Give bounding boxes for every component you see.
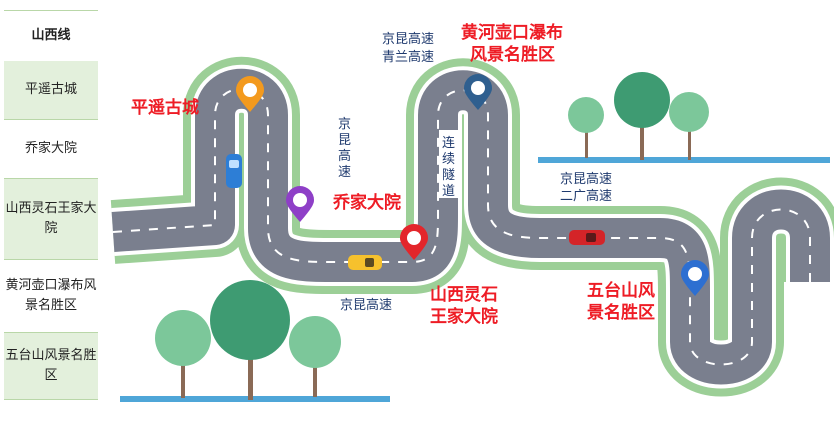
tree-icon	[614, 72, 670, 160]
tunnel-label-4: 道	[442, 184, 455, 199]
table-row-wutai: 五台山风景名胜区	[4, 333, 98, 400]
label-wutai-1: 五台山风	[587, 280, 655, 301]
car-icon	[226, 154, 242, 188]
tunnel-label-box: 连 续 隧 道	[439, 130, 459, 199]
car-icon	[569, 230, 605, 245]
table-row-hukou: 黄河壶口瀑布风景名胜区	[4, 260, 98, 333]
label-pingyao: 平遥古城	[131, 97, 199, 118]
road-label-jingkun-bottom: 京昆高速	[340, 297, 392, 313]
tree-icon	[210, 280, 290, 400]
tunnel-label-3: 隧	[442, 167, 455, 183]
road-label-qinglan: 青兰高速	[382, 49, 434, 65]
label-hukou-2: 风景名胜区	[470, 44, 555, 65]
label-qiaojia: 乔家大院	[332, 192, 401, 213]
winding-road	[110, 56, 834, 397]
table-header: 山西线	[4, 10, 98, 62]
map-pin-icon	[236, 76, 264, 112]
map-pin-icon	[464, 74, 492, 110]
road-label-jingkun-v4: 速	[338, 165, 351, 180]
road-label-jingkun-v2: 昆	[338, 133, 351, 148]
map-pin-icon	[400, 224, 428, 260]
table-row-wangjia: 山西灵石王家大院	[4, 179, 98, 260]
car-icon	[348, 255, 382, 270]
river-top	[538, 157, 830, 163]
label-wangjia-2: 王家大院	[430, 306, 498, 327]
river-bottom	[120, 396, 390, 402]
road-label-jingkun-v3: 高	[338, 148, 351, 164]
road-label-jingkun-v1: 京	[338, 117, 351, 132]
label-hukou-1: 黄河壶口瀑布	[461, 22, 563, 43]
tree-icon	[568, 97, 604, 158]
tree-icon	[669, 92, 709, 160]
tree-icon	[289, 316, 341, 397]
road-label-jingkun-top: 京昆高速	[382, 31, 434, 47]
table-row-pingyao: 平遥古城	[4, 61, 98, 120]
map-pin-icon	[681, 260, 709, 296]
road-label-jingkun-right: 京昆高速	[560, 171, 612, 187]
label-wutai-2: 景名胜区	[587, 302, 655, 323]
table-row-qiaojia: 乔家大院	[4, 120, 98, 179]
road-label-erguang: 二广高速	[560, 188, 612, 204]
route-stops-table: 山西线 平遥古城 乔家大院 山西灵石王家大院 黄河壶口瀑布风景名胜区 五台山风景…	[4, 10, 100, 400]
label-wangjia-1: 山西灵石	[430, 285, 498, 305]
tunnel-label-1: 连	[442, 135, 455, 151]
tunnel-label-2: 续	[442, 152, 455, 167]
route-map: 平遥古城 乔家大院 山西灵石 王家大院 黄河壶口瀑布 风景名胜区 五台山风 景名…	[110, 22, 834, 402]
map-pin-icon	[286, 186, 314, 222]
tree-icon	[155, 310, 211, 398]
